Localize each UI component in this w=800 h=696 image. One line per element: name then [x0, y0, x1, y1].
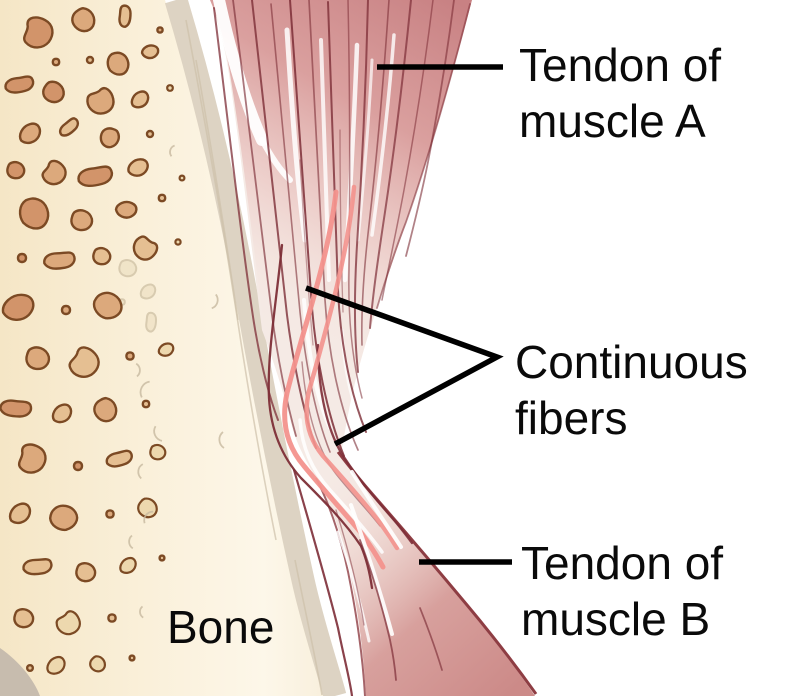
- tendon-b-label-line2: muscle B: [521, 593, 711, 645]
- tendon-b-label: Tendon of muscle B: [521, 535, 723, 647]
- trabecula-spot: [25, 346, 51, 371]
- trabecula-spot: [86, 56, 94, 64]
- trabecula-spot: [141, 399, 151, 409]
- periosteum-texture-line: [294, 559, 323, 696]
- trabecula-spot: [145, 311, 157, 333]
- periosteum-strip: [164, 0, 347, 696]
- trabecula-spot: [119, 557, 137, 574]
- trabecula-spot: [99, 127, 120, 149]
- trabecula-spot: [125, 351, 135, 361]
- trabecula-spot: [0, 399, 33, 419]
- tendon-a-label: Tendon of muscle A: [519, 37, 721, 149]
- trabecula-spot: [166, 84, 174, 92]
- continuous-fibers-label-line2: fibers: [515, 392, 628, 444]
- tendon-b-label-line1: Tendon of: [521, 537, 724, 589]
- fiber-lines-tendon-a: [213, 0, 455, 457]
- trabecula-spot: [118, 4, 132, 28]
- trabecula-spot: [178, 174, 186, 182]
- trabecula-spot: [118, 259, 138, 278]
- trabecula-spot: [51, 57, 61, 67]
- trabecula-spot: [92, 247, 112, 266]
- tendon-a-label-line2: muscle A: [519, 95, 706, 147]
- trabecula-spot: [174, 238, 182, 246]
- trabecula-spot: [70, 209, 94, 232]
- trabecula-spot: [26, 664, 34, 672]
- continuous-fibers-label-line1: Continuous: [515, 336, 748, 388]
- trabecula-spot: [107, 613, 117, 623]
- trabecula-spot: [156, 26, 164, 34]
- trabecula-spot: [105, 509, 115, 519]
- trabecula-spot: [16, 252, 28, 264]
- continuous-fibers-pointer: [305, 285, 504, 447]
- trabecula-spot: [158, 554, 166, 562]
- trabecula-spot: [60, 304, 72, 316]
- bone-corner-shadow: [0, 648, 40, 696]
- trabecula-spot: [13, 608, 35, 629]
- trabecula-spot: [146, 130, 154, 138]
- trabecula-spot: [157, 193, 167, 203]
- trabecula-spot: [6, 161, 26, 180]
- salmon-fiber-2: [304, 184, 400, 551]
- continuous-fibers-label: Continuous fibers: [515, 334, 748, 446]
- trabecula-spot: [75, 562, 97, 583]
- trabecula-spot: [72, 460, 84, 472]
- trabecula-spot: [128, 654, 136, 662]
- bone-label: Bone: [167, 601, 275, 653]
- trabecula-spot: [130, 90, 150, 109]
- fiber-lines-tendon-b: [298, 418, 443, 681]
- tendon-a-label-line1: Tendon of: [519, 39, 722, 91]
- periosteum-texture-line: [195, 59, 239, 321]
- trabecula-spot: [149, 444, 167, 461]
